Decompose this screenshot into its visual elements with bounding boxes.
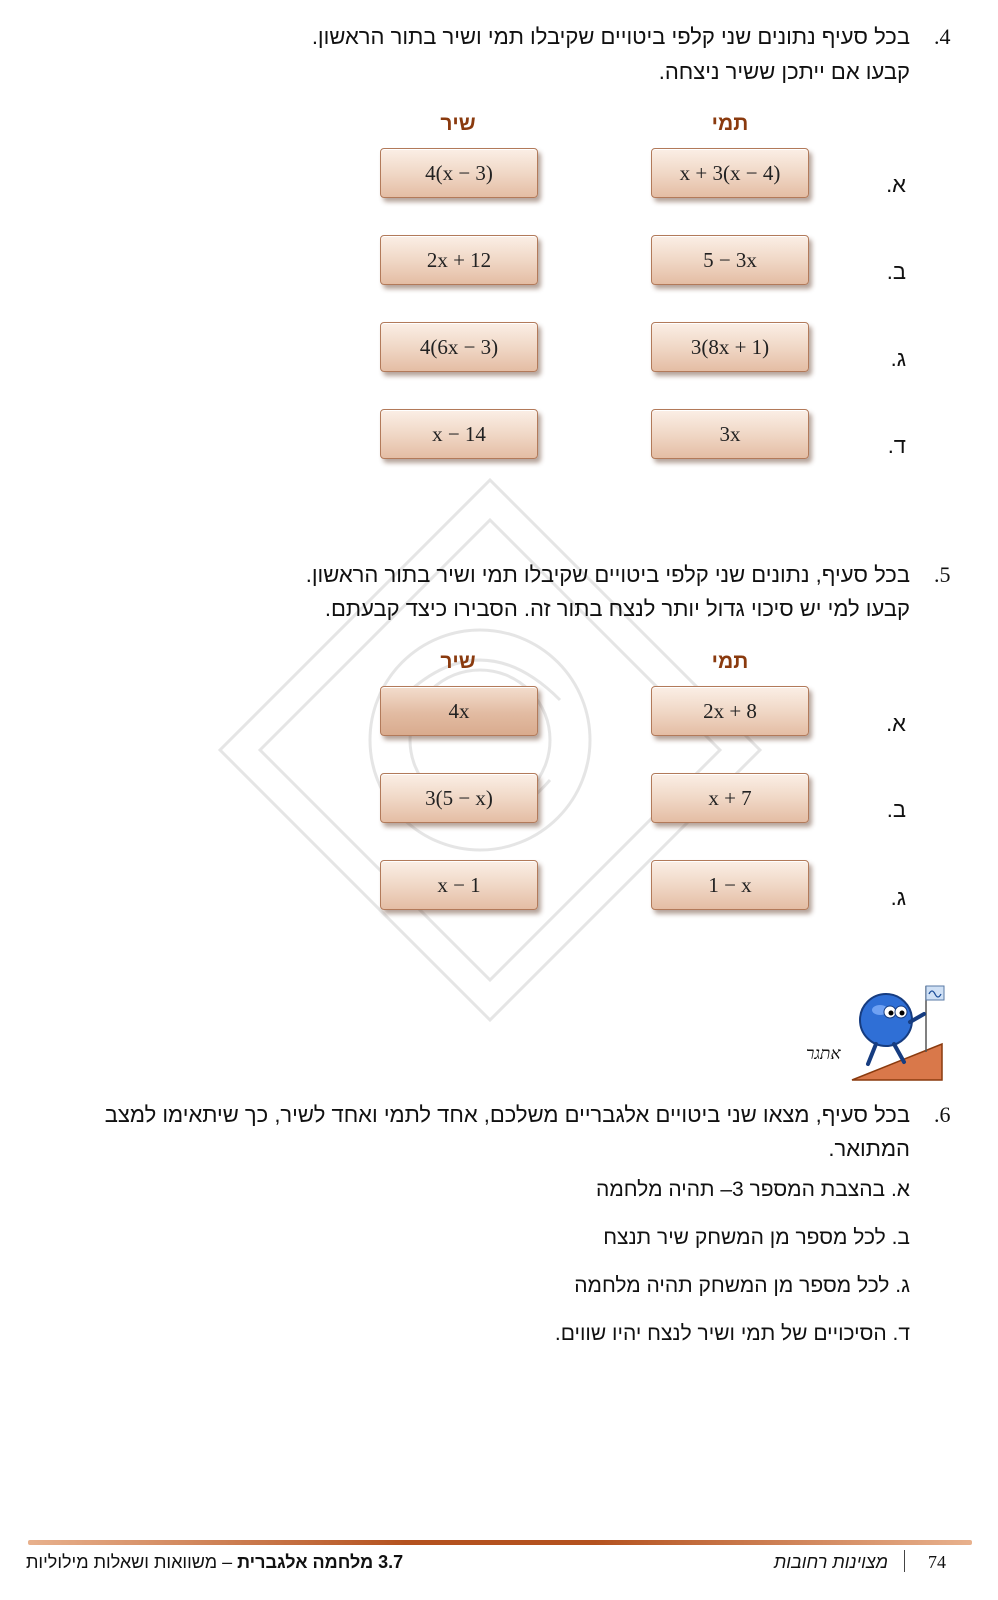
q6-item-b: ב. לכל מספר מן המשחק שיר תנצח bbox=[603, 1226, 910, 1250]
watermark-emblem-icon bbox=[217, 477, 763, 1023]
q5-card-tami-c: 1 − x bbox=[651, 860, 809, 910]
q4-card-shir-d: x − 14 bbox=[380, 409, 538, 459]
q6-item-b-text: לכל מספר מן המשחק שיר תנצח bbox=[603, 1226, 886, 1249]
q4-row-label-c: ג. bbox=[890, 346, 906, 371]
footer-separator bbox=[904, 1550, 905, 1572]
q5-card-shir-a: 4x bbox=[380, 686, 538, 736]
q6-line2: המתואר. bbox=[828, 1136, 910, 1161]
book-title: מצוינות רחובות bbox=[773, 1552, 888, 1572]
challenge-label: אתגר bbox=[806, 1044, 841, 1063]
q4-row-label-a: א. bbox=[886, 172, 906, 197]
q5-row-label-b: ב. bbox=[886, 797, 906, 822]
q6-line1: בכל סעיף, מצאו שני ביטויים אלגבריים משלכ… bbox=[104, 1102, 910, 1127]
q4-card-shir-c: 4(6x − 3) bbox=[380, 322, 538, 372]
q6-item-a-text: בהצבת המספר 3– תהיה מלחמה bbox=[596, 1178, 886, 1201]
q4-card-tami-a: x + 3(x − 4) bbox=[651, 148, 809, 198]
q6-item-d-text: הסיכויים של תמי ושיר לנצח יהיו שווים. bbox=[554, 1322, 887, 1345]
mascot-ball-icon bbox=[851, 985, 945, 1081]
q5-card-shir-c: x − 1 bbox=[380, 860, 538, 910]
q4-row-label-d: ד. bbox=[887, 433, 906, 458]
q4-col-shir: שיר bbox=[440, 112, 476, 135]
q5-card-tami-a: 2x + 8 bbox=[651, 686, 809, 736]
q4-number: .4 bbox=[934, 24, 951, 49]
q6-item-d-label: ד. bbox=[892, 1322, 910, 1345]
q5-col-shir: שיר bbox=[440, 650, 476, 673]
q4-line1: בכל סעיף נתונים שני קלפי ביטויים שקיבלו … bbox=[311, 24, 910, 49]
q6-item-c-label: ג. bbox=[895, 1274, 910, 1297]
q6-item-a-label: א. bbox=[890, 1178, 910, 1201]
section-subtitle: – משוואות ושאלות מילוליות bbox=[26, 1552, 233, 1572]
q4-card-tami-c: 3(8x + 1) bbox=[651, 322, 809, 372]
q4-card-shir-b: 2x + 12 bbox=[380, 235, 538, 285]
q5-card-tami-b: x + 7 bbox=[651, 773, 809, 823]
q4-card-tami-d: 3x bbox=[651, 409, 809, 459]
q4-row-label-b: ב. bbox=[886, 259, 906, 284]
q5-number: .5 bbox=[934, 562, 951, 587]
q5-row-label-c: ג. bbox=[890, 885, 906, 910]
q6-item-b-label: ב. bbox=[891, 1226, 910, 1249]
footer-divider bbox=[28, 1540, 972, 1545]
q5-col-tami: תמי bbox=[711, 650, 749, 673]
q4-col-tami: תמי bbox=[711, 112, 749, 135]
q5-line1: בכל סעיף, נתונים שני קלפי ביטויים שקיבלו… bbox=[305, 562, 910, 587]
q5-line2: קבעו למי יש סיכוי גדול יותר לנצח בתור זה… bbox=[324, 596, 910, 621]
q6-item-c: ג. לכל מספר מן המשחק תהיה מלחמה bbox=[574, 1274, 910, 1298]
page-number: 74 bbox=[928, 1552, 946, 1572]
section-name: מלחמה אלגברית bbox=[237, 1552, 374, 1572]
q6-number: .6 bbox=[934, 1102, 951, 1127]
q4-line2: קבעו אם ייתכן ששיר ניצחה. bbox=[658, 59, 910, 84]
q4-card-tami-b: 5 − 3x bbox=[651, 235, 809, 285]
section-number: 3.7 bbox=[378, 1552, 404, 1572]
q5-row-label-a: א. bbox=[886, 711, 906, 736]
section-title: 3.7 מלחמה אלגברית – משוואות ושאלות מילול… bbox=[26, 1552, 466, 1573]
q5-card-shir-b: 3(5 − x) bbox=[380, 773, 538, 823]
q6-item-a: א. בהצבת המספר 3– תהיה מלחמה bbox=[596, 1178, 910, 1202]
q4-card-shir-a: 4(x − 3) bbox=[380, 148, 538, 198]
q6-item-c-text: לכל מספר מן המשחק תהיה מלחמה bbox=[574, 1274, 890, 1297]
q6-item-d: ד. הסיכויים של תמי ושיר לנצח יהיו שווים. bbox=[555, 1322, 910, 1346]
